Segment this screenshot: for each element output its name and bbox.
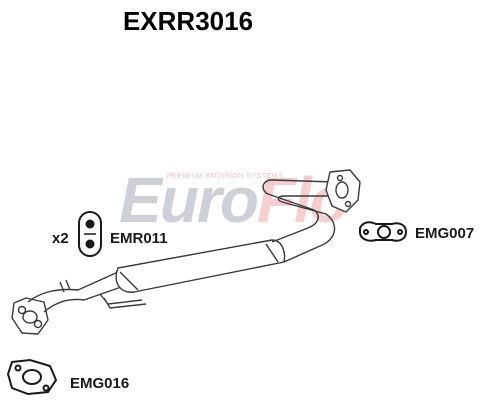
watermark-tagline: PREMIUM EMISSION SYSTEMS (167, 173, 284, 180)
mounting-code: EMR011 (110, 230, 168, 247)
front-hanger-bracket (99, 293, 147, 309)
rear-pipe (262, 179, 336, 263)
centre-silencer (115, 239, 286, 293)
mounting-qty: x2 (52, 230, 69, 247)
gasket-rear-icon (359, 221, 408, 242)
gasket-rear-part: EMG007 (359, 221, 474, 242)
mounting-rubber-part: x2 EMR011 (52, 211, 168, 257)
front-pipe (27, 271, 125, 313)
mounting-rubber-icon (78, 211, 102, 257)
centre-pipe-assembly (11, 169, 361, 335)
rear-flange (325, 169, 361, 213)
front-flange (11, 297, 49, 335)
gasket-rear-code: EMG007 (415, 225, 474, 242)
gasket-front-code: EMG016 (70, 375, 129, 392)
gasket-front-part: EMG016 (6, 358, 129, 396)
gasket-front-icon (6, 358, 58, 396)
part-number-title: EXRR3016 (123, 6, 253, 36)
